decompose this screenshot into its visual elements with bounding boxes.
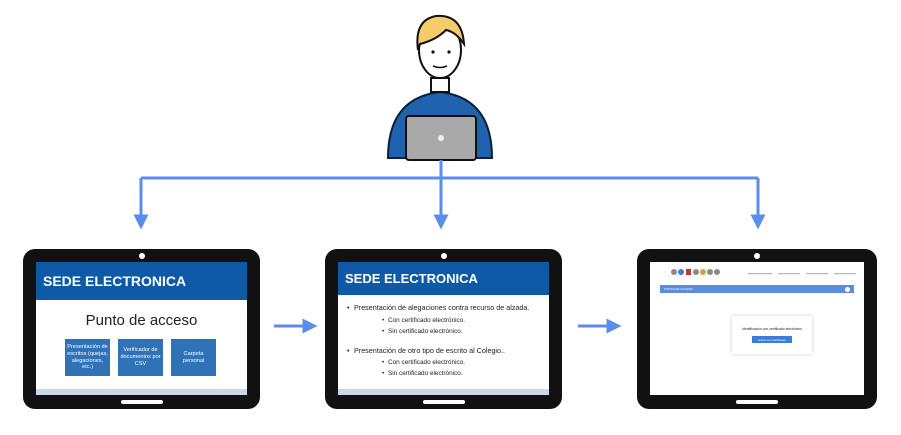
tile-carpeta-personal[interactable]: Carpeta personal xyxy=(171,339,216,376)
camera-dot xyxy=(440,253,447,259)
screen-header: SEDE ELECTRONICA xyxy=(36,262,247,300)
tablet-1: SEDE ELECTRONICA Punto de acceso Present… xyxy=(23,249,260,409)
option-alegaciones[interactable]: Presentación de alegaciones contra recur… xyxy=(347,303,529,312)
camera-dot xyxy=(138,253,145,259)
screen-opciones-escritos: SEDE ELECTRONICA Presentación de alegaci… xyxy=(338,262,549,395)
screen-header: SEDE ELECTRONICA xyxy=(338,262,549,295)
home-button xyxy=(120,400,163,404)
nav-links-icon xyxy=(748,273,856,275)
option-otro-con-certificado[interactable]: Con certificado electrónico. xyxy=(382,359,465,366)
screen-footer-strip xyxy=(36,389,247,395)
camera-dot xyxy=(754,253,760,259)
login-card: Identificación con certificado electróni… xyxy=(732,316,812,354)
option-alegaciones-sin-certificado[interactable]: Sin certificado electrónico. xyxy=(382,328,463,335)
option-alegaciones-con-certificado[interactable]: Con certificado electrónico. xyxy=(382,317,465,324)
option-otro-sin-certificado[interactable]: Sin certificado electrónico. xyxy=(382,370,463,377)
logos-icon xyxy=(671,269,720,275)
connector-lines xyxy=(133,160,766,334)
page-title: Punto de acceso xyxy=(85,312,198,329)
top-bar: PUNTO DE ACCESO xyxy=(660,285,854,293)
tile-verificador-csv[interactable]: Verificador de documentos por CSV xyxy=(118,339,163,376)
person-illustration xyxy=(386,14,494,161)
screen-footer-strip xyxy=(338,389,549,395)
nav-placeholder xyxy=(748,272,858,277)
screen-identificacion: PUNTO DE ACCESO Identificación con certi… xyxy=(650,262,864,395)
tablet-2: SEDE ELECTRONICA Presentación de alegaci… xyxy=(325,249,562,409)
user-icon[interactable] xyxy=(845,286,850,292)
home-button xyxy=(736,400,778,404)
home-button xyxy=(422,400,465,404)
bar-label: PUNTO DE ACCESO xyxy=(664,287,693,291)
screen-punto-de-acceso: SEDE ELECTRONICA Punto de acceso Present… xyxy=(36,262,247,395)
tablet-3: PUNTO DE ACCESO Identificación con certi… xyxy=(637,249,877,409)
option-otro-escrito[interactable]: Presentación de otro tipo de escrito al … xyxy=(347,346,505,355)
logo-strip xyxy=(670,268,726,278)
card-title: Identificación con certificado electróni… xyxy=(742,327,802,331)
certificate-login-button[interactable]: entrar con certificado xyxy=(752,336,792,343)
tile-presentacion-escritos[interactable]: Presentación de escritos (quejas, alegac… xyxy=(65,339,110,376)
